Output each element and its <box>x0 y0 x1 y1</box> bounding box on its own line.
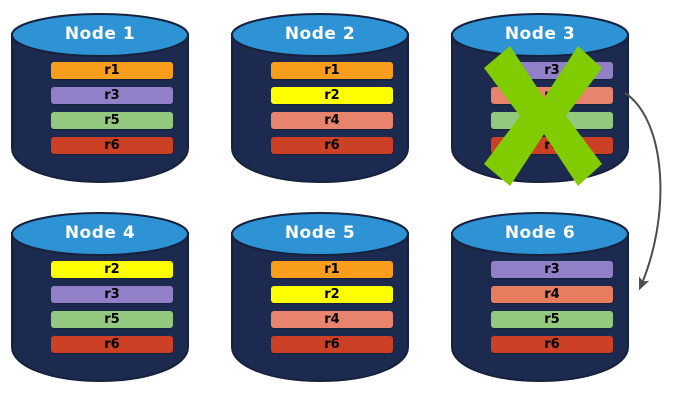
replica-bar[interactable]: r1 <box>51 62 173 79</box>
replica-bar[interactable]: r3 <box>491 261 613 278</box>
cylinder-top <box>231 212 409 256</box>
replica-label: r4 <box>544 88 560 103</box>
replica-bar[interactable]: r6 <box>271 336 393 353</box>
replica-label: r3 <box>104 88 120 103</box>
replica-bar[interactable]: r1 <box>271 261 393 278</box>
replica-label: r2 <box>324 88 340 103</box>
replica-label: r1 <box>324 63 340 78</box>
replica-label: r3 <box>104 287 120 302</box>
replica-bar[interactable]: r4 <box>491 286 613 303</box>
replica-bar[interactable]: r6 <box>491 336 613 353</box>
replica-bar[interactable]: r3 <box>51 87 173 104</box>
replica-bar[interactable]: r5 <box>491 311 613 328</box>
replica-label: r6 <box>544 337 560 352</box>
replica-label: r6 <box>104 337 120 352</box>
replica-label: r4 <box>324 113 340 128</box>
node-5-replica-list: r1 r2 r4 r6 <box>271 261 393 361</box>
replica-bar[interactable]: r5 <box>491 112 613 129</box>
replica-bar[interactable]: r5 <box>51 112 173 129</box>
node-6-replica-list: r3 r4 r5 r6 <box>491 261 613 361</box>
replica-label: r1 <box>324 262 340 277</box>
replica-bar[interactable]: r6 <box>271 137 393 154</box>
replica-label: r4 <box>324 312 340 327</box>
replica-bar[interactable]: r2 <box>51 261 173 278</box>
replica-bar[interactable]: r4 <box>271 311 393 328</box>
replica-bar[interactable]: r6 <box>51 336 173 353</box>
replica-label: r3 <box>544 63 560 78</box>
replica-label: r6 <box>544 138 560 153</box>
replica-label: r5 <box>104 312 120 327</box>
replica-bar[interactable]: r1 <box>271 62 393 79</box>
replica-bar[interactable]: r3 <box>51 286 173 303</box>
node-2-replica-list: r1 r2 r4 r6 <box>271 62 393 162</box>
replica-label: r4 <box>544 287 560 302</box>
cylinder-top <box>11 212 189 256</box>
replica-label: r6 <box>324 138 340 153</box>
replica-bar[interactable]: r4 <box>491 87 613 104</box>
cylinder-top <box>451 13 629 57</box>
node-1-replica-list: r1 r3 r5 r6 <box>51 62 173 162</box>
replica-label: r3 <box>544 262 560 277</box>
replica-bar[interactable]: r6 <box>51 137 173 154</box>
replica-label: r1 <box>104 63 120 78</box>
replica-bar[interactable]: r2 <box>271 87 393 104</box>
replica-label: r5 <box>544 312 560 327</box>
cylinder-top <box>11 13 189 57</box>
replica-bar[interactable]: r6 <box>491 137 613 154</box>
replica-bar[interactable]: r3 <box>491 62 613 79</box>
replica-label: r2 <box>324 287 340 302</box>
replica-label: r6 <box>104 138 120 153</box>
replica-bar[interactable]: r2 <box>271 286 393 303</box>
node-4-replica-list: r2 r3 r5 r6 <box>51 261 173 361</box>
node-3-replica-list: r3 r4 r5 r6 <box>491 62 613 162</box>
replica-label: r5 <box>104 113 120 128</box>
replica-bar[interactable]: r4 <box>271 112 393 129</box>
replica-label: r5 <box>544 113 560 128</box>
cylinder-top <box>451 212 629 256</box>
replica-label: r6 <box>324 337 340 352</box>
replica-bar[interactable]: r5 <box>51 311 173 328</box>
replica-label: r2 <box>104 262 120 277</box>
cylinder-top <box>231 13 409 57</box>
